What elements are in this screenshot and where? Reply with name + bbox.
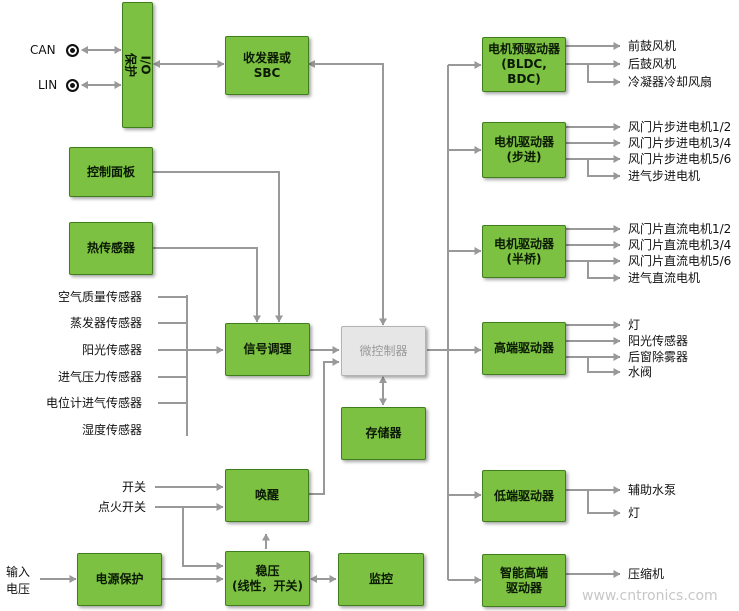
motor-driver-step-block[interactable]: 电机驱动器 (步进) xyxy=(482,122,566,178)
wakeup-mcu-link xyxy=(309,358,340,495)
transceiver-mcu-link xyxy=(308,60,387,326)
lin-label: LIN xyxy=(38,78,58,92)
regulator-block[interactable]: 稳压 (线性，开关) xyxy=(225,551,310,606)
output-sunlight-sensor: 阳光传感器 xyxy=(628,334,689,348)
lin-port-icon xyxy=(66,79,79,92)
output-compressor: 压缩机 xyxy=(628,567,665,581)
switch-label: 开关 xyxy=(121,480,146,494)
output-dc-motor-56: 风门片直流电机5/6 xyxy=(628,254,732,268)
io-protect-block[interactable]: I/O保护 xyxy=(122,2,153,128)
output-rear-defogger: 后窗除雾器 xyxy=(628,350,689,364)
high-side-driver-block[interactable]: 高端驱动器 xyxy=(482,322,566,375)
output-lamp-low: 灯 xyxy=(628,506,641,520)
signal-conditioning-block[interactable]: 信号调理 xyxy=(225,323,310,376)
output-water-valve: 水阀 xyxy=(628,365,653,379)
sensor-label-sunlight: 阳光传感器 xyxy=(81,343,142,357)
memory-block[interactable]: 存储器 xyxy=(341,407,426,460)
sensor-label-evaporator: 蒸发器传感器 xyxy=(69,316,142,330)
smart-high-side-block[interactable]: 智能高端 驱动器 xyxy=(482,554,566,607)
output-condenser-fan: 冷凝器冷却风扇 xyxy=(628,75,713,89)
output-intake-dc-motor: 进气直流电机 xyxy=(628,271,701,285)
output-step-motor-56: 风门片步进电机5/6 xyxy=(628,152,732,166)
input-voltage-label: 输入 电压 xyxy=(6,565,31,596)
transceiver-block[interactable]: 收发器或 SBC xyxy=(225,36,309,95)
output-rear-blower: 后鼓风机 xyxy=(628,57,677,71)
low-side-driver-block[interactable]: 低端驱动器 xyxy=(482,470,566,522)
can-port-icon xyxy=(66,44,79,57)
watermark: www.cntronics.com xyxy=(582,588,718,604)
ignition-regulator-link xyxy=(182,507,224,570)
mcu-block[interactable]: 微控制器 xyxy=(341,326,426,376)
output-aux-pump: 辅助水泵 xyxy=(628,483,677,497)
thermal-signal-link xyxy=(153,247,261,323)
thermal-sensor-block[interactable]: 热传感器 xyxy=(69,222,153,275)
wakeup-block[interactable]: 唤醒 xyxy=(225,469,309,522)
output-step-motor-12: 风门片步进电机1/2 xyxy=(628,120,732,134)
output-step-motor-34: 风门片步进电机3/4 xyxy=(628,136,732,150)
output-intake-step-motor: 进气步进电机 xyxy=(628,169,701,183)
panel-signal-link xyxy=(153,171,283,323)
motor-predriver-block[interactable]: 电机预驱动器 (BLDC, BDC) xyxy=(482,37,566,92)
motor-driver-half-block[interactable]: 电机驱动器 (半桥) xyxy=(482,225,566,278)
output-dc-motor-12: 风门片直流电机1/2 xyxy=(628,222,732,236)
can-label: CAN xyxy=(30,43,56,57)
sensor-label-humidity: 湿度传感器 xyxy=(81,423,142,437)
output-lamp: 灯 xyxy=(628,318,641,332)
sensor-label-intake-pressure: 进气压力传感器 xyxy=(57,370,142,384)
sensor-label-potentiometer: 电位计进气传感器 xyxy=(45,396,142,410)
sensor-label-air-quality: 空气质量传感器 xyxy=(57,290,142,304)
monitor-block[interactable]: 监控 xyxy=(338,553,424,606)
output-front-blower: 前鼓风机 xyxy=(628,39,677,53)
control-panel-block[interactable]: 控制面板 xyxy=(69,147,153,197)
ignition-label: 点火开关 xyxy=(97,500,146,514)
power-protect-block[interactable]: 电源保护 xyxy=(77,553,162,606)
output-dc-motor-34: 风门片直流电机3/4 xyxy=(628,238,732,252)
